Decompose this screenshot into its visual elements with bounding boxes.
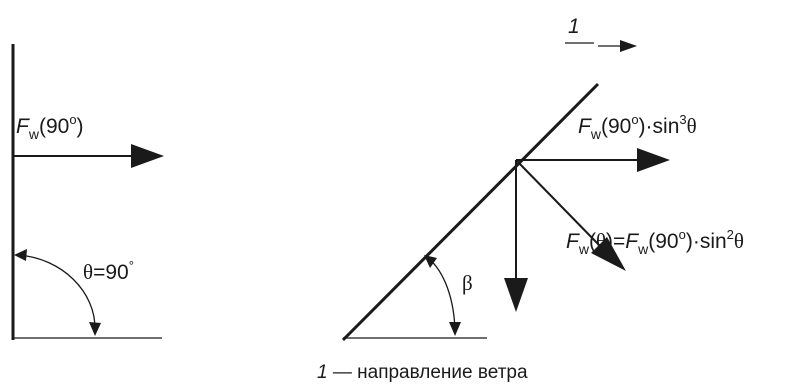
beta-arc-arrowhead-top	[424, 255, 437, 268]
label-fw-sin3: Fw(90o)·sin3θ	[578, 112, 697, 142]
direction-marker-number: 1	[568, 15, 580, 38]
theta-arc-arrowhead-bottom	[89, 322, 101, 336]
normal-force-arrowhead	[591, 237, 626, 271]
normal-force-shaft	[515, 159, 601, 247]
theta-90-arc	[17, 254, 96, 331]
inclined-plate	[341, 82, 600, 342]
beta-arc	[427, 257, 456, 331]
vertical-component-arrowhead	[504, 278, 528, 312]
left-force-arrowhead	[131, 144, 164, 168]
label-fw-90: Fw(90o)	[16, 112, 84, 142]
theta-arc-arrowhead-top	[14, 249, 27, 261]
beta-arc-arrowhead-bottom	[449, 322, 461, 336]
caption: 1 — направление ветра	[317, 362, 528, 383]
label-theta-90: θ=90°	[83, 258, 134, 284]
horizontal-component-arrowhead	[637, 148, 670, 172]
direction-arrowhead	[620, 40, 637, 52]
label-beta: β	[462, 271, 473, 295]
label-fw-theta: Fw(θ)=Fw(90o)·sin2θ	[566, 227, 744, 257]
